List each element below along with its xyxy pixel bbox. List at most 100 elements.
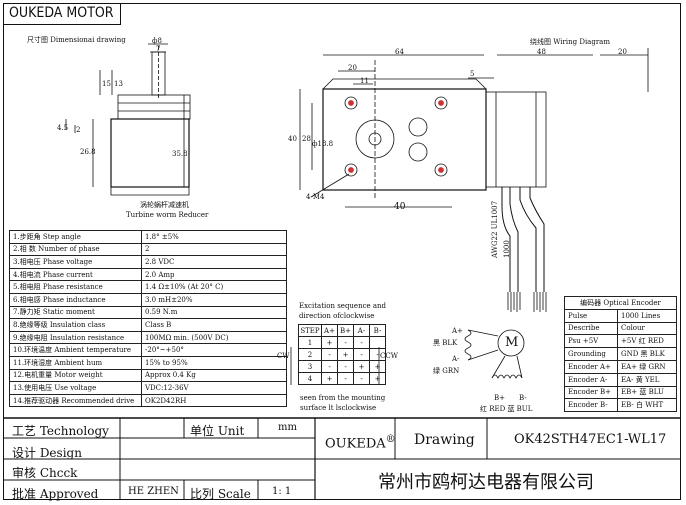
scale-value: 1: 1 bbox=[272, 486, 292, 497]
coil-motor-symbol bbox=[290, 329, 525, 385]
spec-label: 10.环境温度 Ambient temperature bbox=[9, 343, 142, 357]
dim-40-vertical: 40 bbox=[288, 135, 297, 143]
spec-value: 2.0 Amp bbox=[141, 267, 287, 282]
dim-20: 20 bbox=[348, 64, 357, 72]
dim-5: 5 bbox=[470, 70, 475, 78]
title-block-lines bbox=[3, 417, 681, 500]
encoder-row: Psu +5V+5V 红 RED bbox=[564, 334, 677, 349]
side-view-drawing bbox=[65, 43, 191, 196]
company-logo: OUKEDA® bbox=[325, 434, 396, 452]
drawing-label: Drawing bbox=[414, 432, 475, 448]
design-label: 设计 Design bbox=[12, 446, 82, 460]
excitation-row: 3--++ bbox=[298, 360, 386, 373]
spec-value: -20°~+50° bbox=[141, 343, 287, 357]
excitation-cell: + bbox=[353, 360, 370, 373]
spec-label: 6.相电感 Phase inductance bbox=[9, 292, 142, 307]
spec-value: 3.0 mH±20% bbox=[141, 292, 287, 307]
excitation-cell: - bbox=[321, 360, 338, 373]
encoder-title: 编码器 Optical Encoder bbox=[564, 296, 677, 310]
front-view-drawing bbox=[299, 48, 649, 312]
dim-phi18-8: ф18.8 bbox=[312, 140, 334, 148]
encoder-row: Encoder B-EB- 白 WHT bbox=[564, 398, 677, 413]
spec-value: 0.59 N.m bbox=[141, 305, 287, 320]
technology-label: 工艺 Technology bbox=[12, 424, 109, 438]
encoder-signal: Encoder A+ bbox=[564, 359, 618, 374]
a-minus-color: 绿 GRN bbox=[433, 367, 460, 375]
brand-label: OUKEDA MOTOR bbox=[3, 3, 121, 25]
spec-label: 8.绝缘等级 Insulation class bbox=[9, 318, 142, 332]
spec-label: 5.相电阻 Phase resistance bbox=[9, 280, 142, 294]
excitation-cell: - bbox=[337, 360, 354, 373]
dim-15: 15 bbox=[102, 80, 111, 88]
dim-26-8: 26.8 bbox=[80, 148, 96, 156]
encoder-row: Encoder A-EA- 黄 YEL bbox=[564, 372, 677, 387]
excitation-row: 1+-- bbox=[298, 336, 386, 349]
spec-label: 9.绝缘电阻 Insulation resistance bbox=[9, 330, 142, 345]
excitation-cell: 4 bbox=[298, 372, 322, 385]
spec-label: 12.电机重量 Motor weight bbox=[9, 368, 142, 383]
approver-name: HE ZHEN bbox=[128, 486, 179, 497]
excitation-header-cell: B+ bbox=[337, 324, 354, 337]
excitation-cell: + bbox=[369, 372, 386, 385]
excitation-title-2: direction ofclockwise bbox=[299, 312, 375, 320]
spec-value: Class B bbox=[141, 318, 287, 332]
encoder-row: Encoder A+EA+ 绿 GRN bbox=[564, 359, 677, 374]
approved-label: 批准 Approved bbox=[12, 487, 99, 501]
excitation-cell bbox=[369, 336, 386, 349]
encoder-value: 1000 Lines bbox=[617, 308, 677, 323]
encoder-title-row: 编码器 Optical Encoder bbox=[564, 296, 677, 310]
excitation-cell: 1 bbox=[298, 336, 322, 349]
dim-40-horizontal: 40 bbox=[394, 202, 406, 212]
excitation-cell: + bbox=[321, 372, 338, 385]
spec-label: 7.静力矩 Static moment bbox=[9, 305, 142, 320]
spec-value: 1.4 Ω±10% (At 20° C) bbox=[141, 280, 287, 294]
dim-13: 13 bbox=[114, 80, 123, 88]
spec-value: VDC:12-36V bbox=[141, 381, 287, 395]
excitation-cell: - bbox=[321, 348, 338, 361]
dimension-drawing-title: 尺寸图 Dimensionai drawing bbox=[27, 36, 126, 44]
excitation-cell: - bbox=[353, 348, 370, 361]
excitation-cell: + bbox=[337, 348, 354, 361]
dim-phi8: ф8 bbox=[152, 37, 162, 45]
excitation-header-cell: A+ bbox=[321, 324, 338, 337]
encoder-value: Colour bbox=[617, 321, 677, 336]
spec-label: 1.步距角 Step angle bbox=[9, 230, 142, 244]
excitation-header-cell: B- bbox=[369, 324, 386, 337]
a-plus-color: 黑 BLK bbox=[433, 339, 458, 347]
spec-label: 13.使用电压 Use voltage bbox=[9, 381, 142, 395]
encoder-signal: Describe bbox=[564, 321, 618, 336]
dim-20-right: 20 bbox=[618, 48, 627, 56]
encoder-value: EA- 黄 YEL bbox=[617, 372, 677, 387]
dim-64: 64 bbox=[395, 48, 404, 56]
cable-spec: AWG22 UL1007 bbox=[491, 200, 499, 258]
ccw-label: CCW bbox=[380, 352, 398, 360]
excitation-cell: - bbox=[337, 336, 354, 349]
dim-7: 7 bbox=[156, 45, 161, 53]
b-colors: 红 RED 蓝 BUL bbox=[480, 405, 533, 413]
b-plus-label: B+ bbox=[494, 394, 506, 402]
dim-4-5: 4.5 bbox=[57, 124, 69, 132]
excitation-cell: 3 bbox=[298, 360, 322, 373]
excitation-cell: 2 bbox=[298, 348, 322, 361]
excitation-header-cell: A- bbox=[353, 324, 370, 337]
excitation-foot-2: surface lt lsclockwise bbox=[300, 404, 377, 412]
spec-value: 15% to 95% bbox=[141, 355, 287, 370]
a-plus-label: A+ bbox=[452, 327, 463, 335]
a-minus-label: A- bbox=[452, 355, 460, 363]
encoder-value: GND 黑 BLK bbox=[617, 347, 677, 361]
cw-label: CW bbox=[277, 352, 290, 360]
